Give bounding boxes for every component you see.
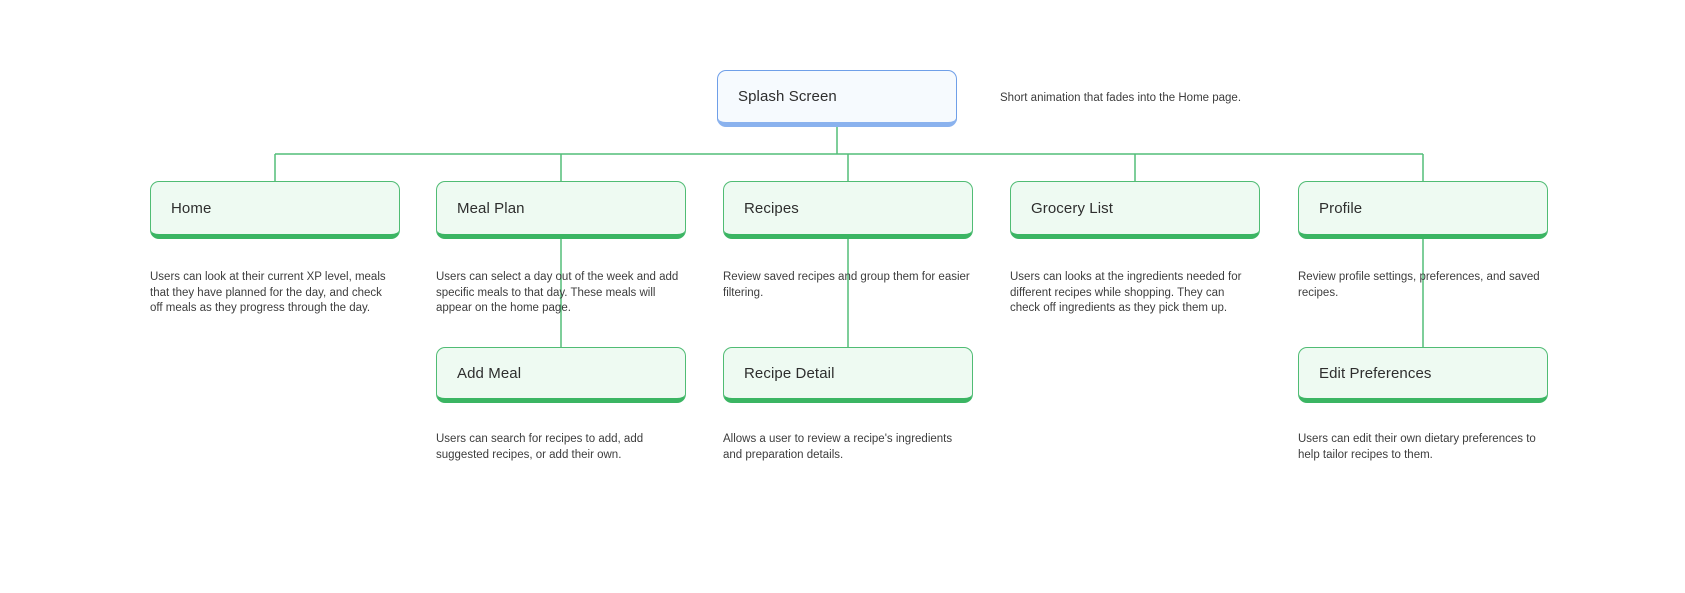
node-edit-preferences[interactable]: Edit Preferences	[1298, 347, 1548, 403]
description-meal-plan: Users can select a day out of the week a…	[436, 271, 679, 314]
node-recipe-detail-label: Recipe Detail	[744, 364, 835, 382]
description-edit-preferences: Users can edit their own dietary prefere…	[1298, 433, 1536, 461]
node-meal-plan[interactable]: Meal Plan	[436, 181, 686, 239]
node-grocery-list-label: Grocery List	[1031, 199, 1114, 217]
description-recipe-detail: Allows a user to review a recipe's ingre…	[723, 433, 953, 461]
description-recipes: Review saved recipes and group them for …	[723, 271, 970, 299]
node-splash-screen[interactable]: Splash Screen	[717, 70, 957, 127]
description-home: Users can look at their current XP level…	[150, 271, 386, 314]
node-home[interactable]: Home	[150, 181, 400, 239]
node-splash-screen-label: Splash Screen	[738, 88, 837, 105]
node-recipe-detail[interactable]: Recipe Detail	[723, 347, 973, 403]
node-add-meal-label: Add Meal	[457, 364, 522, 382]
node-profile-label: Profile	[1319, 199, 1363, 217]
description-add-meal: Users can search for recipes to add, add…	[436, 433, 644, 461]
description-profile: Review profile settings, preferences, an…	[1298, 271, 1540, 299]
node-edit-preferences-label: Edit Preferences	[1319, 364, 1432, 382]
node-add-meal[interactable]: Add Meal	[436, 347, 686, 403]
node-grocery-list[interactable]: Grocery List	[1010, 181, 1260, 239]
description-grocery-list: Users can looks at the ingredients neede…	[1010, 271, 1242, 314]
node-recipes[interactable]: Recipes	[723, 181, 973, 239]
node-home-label: Home	[171, 199, 212, 217]
note-splash-screen: Short animation that fades into the Home…	[1000, 92, 1242, 104]
node-recipes-label: Recipes	[744, 199, 799, 217]
node-meal-plan-label: Meal Plan	[457, 199, 525, 217]
node-profile[interactable]: Profile	[1298, 181, 1548, 239]
